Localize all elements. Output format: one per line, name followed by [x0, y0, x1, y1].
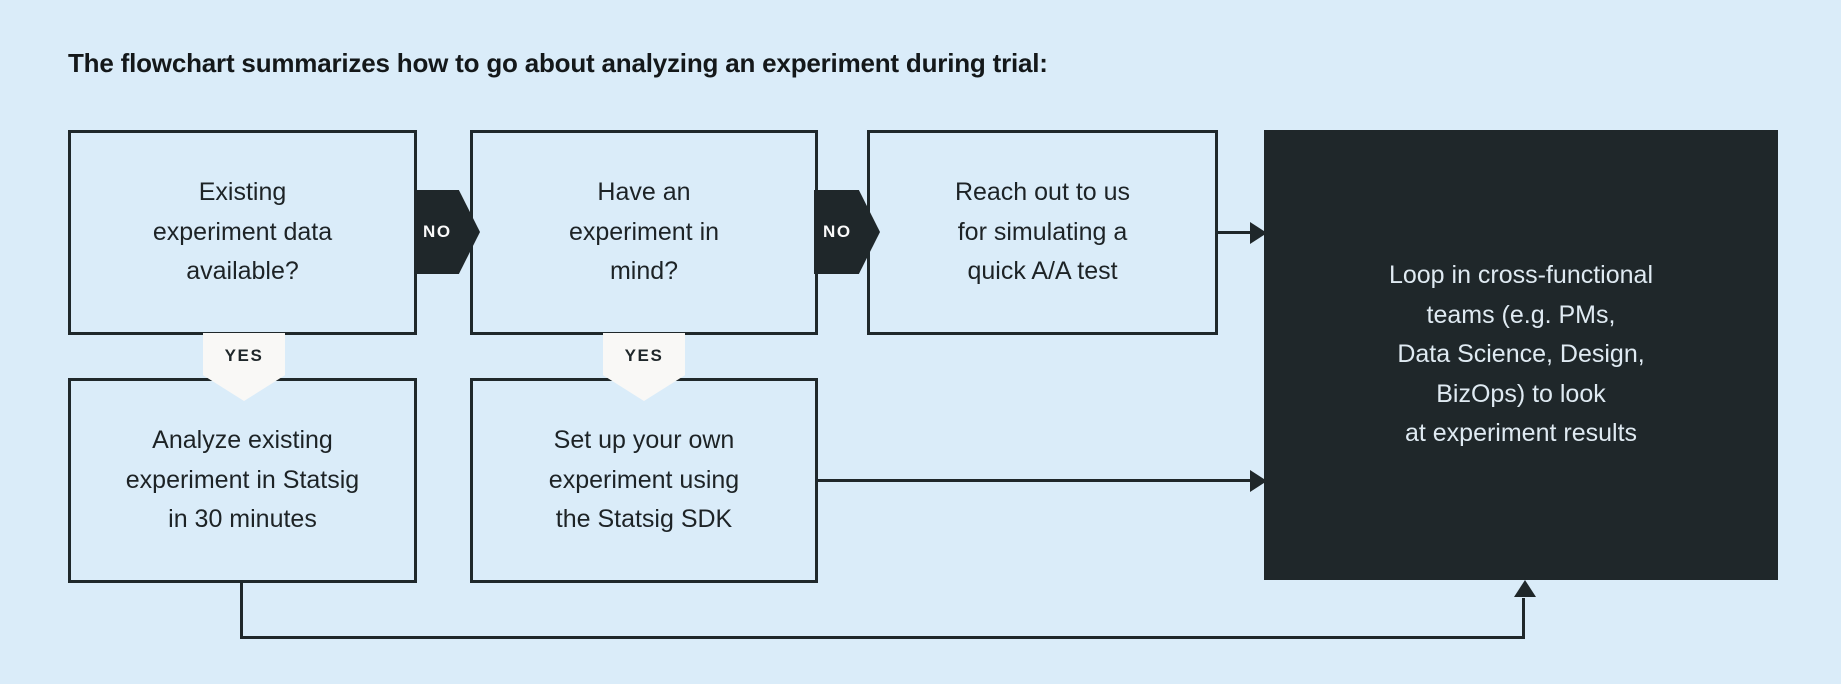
- flow-node-loop-in-teams: Loop in cross-functional teams (e.g. PMs…: [1264, 130, 1778, 580]
- flow-node-have-experiment-label: Have an experiment in mind?: [568, 178, 720, 286]
- flow-node-existing-data-label: Existing experiment data available?: [152, 178, 333, 286]
- edge-badge-yes-2-label: YES: [624, 346, 664, 365]
- edge-line-reachout-to-loopin: [1218, 231, 1268, 234]
- flow-node-reach-out-label: Reach out to us for simulating a quick A…: [954, 178, 1131, 286]
- edge-arrowhead-reachout-to-loopin: [1250, 222, 1267, 244]
- flow-node-existing-data: Existing experiment data available?: [68, 130, 417, 335]
- page-title: The flowchart summarizes how to go about…: [68, 48, 1048, 78]
- flow-node-setup-own: Set up your own experiment using the Sta…: [470, 378, 818, 583]
- edge-badge-yes-1-label: YES: [224, 346, 264, 365]
- edge-badge-no-1-label: NO: [423, 222, 452, 241]
- flow-node-reach-out: Reach out to us for simulating a quick A…: [867, 130, 1218, 335]
- edge-badge-no-2-label: NO: [823, 222, 852, 241]
- edge-line-bottom-rail: [240, 636, 1525, 639]
- flow-node-loop-in-teams-label: Loop in cross-functional teams (e.g. PMs…: [1388, 261, 1654, 448]
- flow-node-have-experiment: Have an experiment in mind?: [470, 130, 818, 335]
- flow-node-setup-own-label: Set up your own experiment using the Sta…: [548, 426, 740, 534]
- edge-line-rail-riser: [1522, 598, 1525, 639]
- edge-arrowhead-analyze-to-loopin: [1514, 580, 1536, 597]
- edge-line-setup-to-loopin: [818, 479, 1268, 482]
- flow-node-analyze-existing: Analyze existing experiment in Statsig i…: [68, 378, 417, 583]
- flow-node-analyze-existing-label: Analyze existing experiment in Statsig i…: [125, 426, 360, 534]
- edge-arrowhead-setup-to-loopin: [1250, 470, 1267, 492]
- edge-line-analyze-drop: [240, 583, 243, 639]
